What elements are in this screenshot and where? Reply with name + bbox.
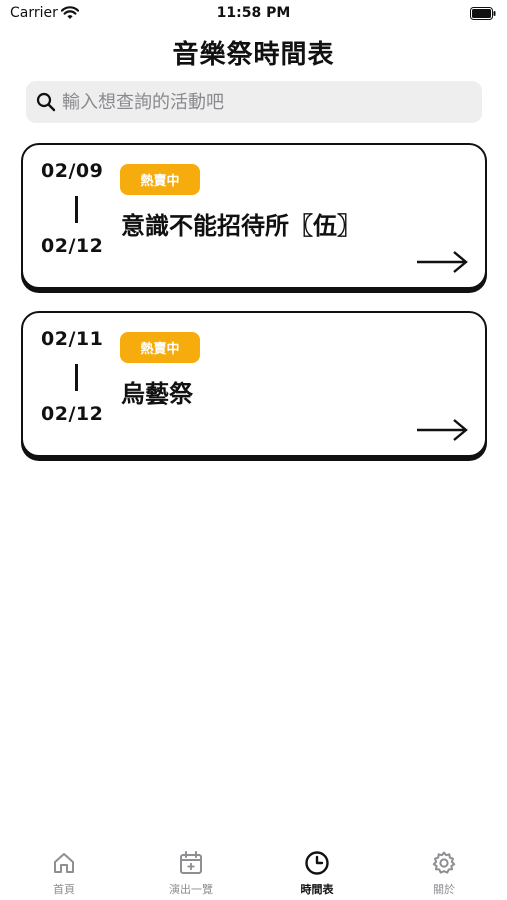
date-divider (75, 364, 78, 391)
carrier-label: Carrier (10, 5, 58, 21)
event-card[interactable]: 02/09 02/12 熱賣中 意識不能招待所〖伍〗 (21, 143, 487, 289)
status-badge: 熱賣中 (120, 332, 200, 363)
arrow-right-icon[interactable] (416, 250, 468, 274)
tab-home[interactable]: 首頁 (14, 840, 114, 900)
tab-label: 首頁 (53, 883, 75, 896)
search-input[interactable] (62, 81, 472, 123)
search-bar[interactable] (26, 81, 482, 123)
event-card[interactable]: 02/11 02/12 熱賣中 烏藝祭 (21, 311, 487, 457)
status-badge: 熱賣中 (120, 164, 200, 195)
arrow-right-icon[interactable] (416, 418, 468, 442)
tab-bar: 首頁 演出一覽 時間表 (0, 840, 507, 900)
tab-events[interactable]: 演出一覽 (141, 840, 241, 900)
clock-icon (305, 851, 329, 875)
tab-about[interactable]: 關於 (394, 840, 494, 900)
date-divider (75, 196, 78, 223)
calendar-add-icon (180, 851, 202, 874)
event-start-date: 02/09 (41, 160, 104, 182)
wifi-icon (61, 6, 79, 19)
event-end-date: 02/12 (41, 403, 104, 425)
status-bar: Carrier 11:58 PM (0, 0, 507, 28)
event-start-date: 02/11 (41, 328, 104, 350)
tab-label: 演出一覽 (169, 883, 213, 896)
search-icon (36, 92, 56, 112)
event-name: 意識不能招待所〖伍〗 (121, 212, 361, 240)
tab-schedule[interactable]: 時間表 (267, 840, 367, 900)
home-icon (54, 853, 74, 873)
event-name: 烏藝祭 (121, 380, 193, 408)
tab-label: 關於 (433, 883, 455, 896)
event-end-date: 02/12 (41, 235, 104, 257)
tab-label: 時間表 (300, 883, 334, 896)
battery-icon (470, 7, 496, 20)
clock: 11:58 PM (216, 5, 291, 21)
page-title: 音樂祭時間表 (172, 40, 335, 70)
gear-icon (432, 851, 456, 874)
